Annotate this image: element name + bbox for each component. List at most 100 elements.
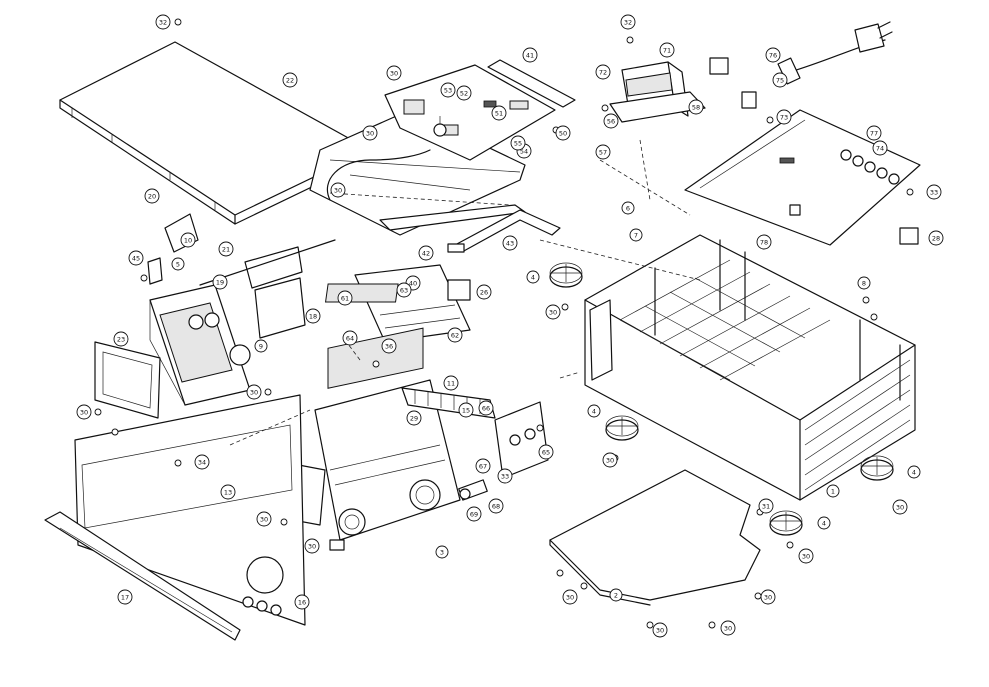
cassette-door [94,341,161,419]
callout-label: 50 [559,130,567,138]
callout-29: 29 [406,410,422,426]
callout-label: 64 [346,335,354,343]
callout-32b: 32 [620,14,636,30]
callout-label: 30 [566,594,574,602]
callout-21: 21 [218,241,234,257]
callout-13: 13 [220,484,236,500]
callout-30l: 30 [562,589,578,605]
callout-label: 18 [309,313,317,321]
callout-30n: 30 [720,620,736,636]
callout-label: 10 [184,237,192,245]
callout-30o: 30 [760,589,776,605]
callout-8: 8 [857,276,871,290]
callout-label: 11 [447,380,455,388]
callout-34: 34 [194,454,210,470]
callout-33a: 33 [497,468,513,484]
callout-17: 17 [117,589,133,605]
callout-73: 73 [776,109,792,125]
rear-panel-pcb [684,109,921,246]
callout-9: 9 [254,339,268,353]
callout-41: 41 [522,47,538,63]
callout-61: 61 [337,290,353,306]
callout-label: 2 [614,592,618,600]
callout-label: 30 [80,409,88,417]
callout-58: 58 [688,99,704,115]
callout-78: 78 [756,234,772,250]
fuse-holder [709,57,757,109]
callout-66: 66 [478,400,494,416]
callout-label: 57 [599,149,607,157]
front-subchassis [314,327,461,541]
small-knob [329,539,345,551]
wire-harness [326,149,431,201]
ribbon-cable [379,59,576,253]
callout-label: 62 [451,332,459,340]
callout-55: 55 [510,135,526,151]
callout-label: 30 [802,553,810,561]
callout-label: 40 [409,280,417,288]
callout-5: 5 [171,257,185,271]
callout-71: 71 [659,42,675,58]
callout-50: 50 [555,125,571,141]
callout-label: 30 [896,504,904,512]
callout-4c: 4 [907,465,921,479]
callout-52: 52 [456,85,472,101]
callout-label: 33 [930,189,938,197]
callout-label: 33 [501,473,509,481]
callout-label: 6 [626,205,630,213]
callout-label: 63 [400,287,408,295]
callout-30j: 30 [892,499,908,515]
bracket-small [164,213,199,253]
upper-board [384,64,556,161]
callout-label: 77 [870,130,878,138]
callout-label: 4 [912,469,916,477]
callout-label: 19 [216,279,224,287]
callout-label: 31 [762,503,770,511]
callout-label: 66 [482,405,490,413]
callout-4b: 4 [587,404,601,418]
callout-label: 54 [520,148,528,156]
callout-51: 51 [491,105,507,121]
callout-label: 7 [634,232,638,240]
callout-label: 30 [260,516,268,524]
callout-30a: 30 [386,65,402,81]
callout-30i: 30 [602,452,618,468]
callout-label: 22 [286,77,294,85]
callout-label: 30 [606,457,614,465]
foot [549,262,583,288]
callout-label: 30 [656,627,664,635]
callout-label: 55 [514,140,522,148]
callout-72: 72 [595,64,611,80]
volume-knob [338,508,366,536]
callout-15: 15 [458,402,474,418]
callout-56: 56 [603,113,619,129]
callout-label: 75 [776,77,784,85]
callout-label: 30 [724,625,732,633]
callout-label: 34 [198,459,206,467]
callout-label: 42 [422,250,430,258]
callout-63: 63 [396,282,412,298]
callout-label: 4 [822,520,826,528]
foot [860,455,894,481]
callout-30k: 30 [798,548,814,564]
callout-label: 52 [460,90,468,98]
chassis-grid [619,259,831,381]
jack-bracket [494,401,549,479]
callout-33b: 33 [926,184,942,200]
callout-label: 30 [308,543,316,551]
callout-74: 74 [872,140,888,156]
callout-64: 64 [342,330,358,346]
callout-label: 21 [222,246,230,254]
callout-label: 8 [862,280,866,288]
callout-label: 67 [479,463,487,471]
callout-label: 5 [176,261,180,269]
callout-23: 23 [113,331,129,347]
callout-30b: 30 [362,125,378,141]
callout-68: 68 [488,498,504,514]
callout-label: 65 [542,449,550,457]
callout-label: 78 [760,239,768,247]
headphone-jack [458,479,488,501]
display-window [447,279,471,301]
callout-31: 31 [758,498,774,514]
callout-30h: 30 [545,304,561,320]
